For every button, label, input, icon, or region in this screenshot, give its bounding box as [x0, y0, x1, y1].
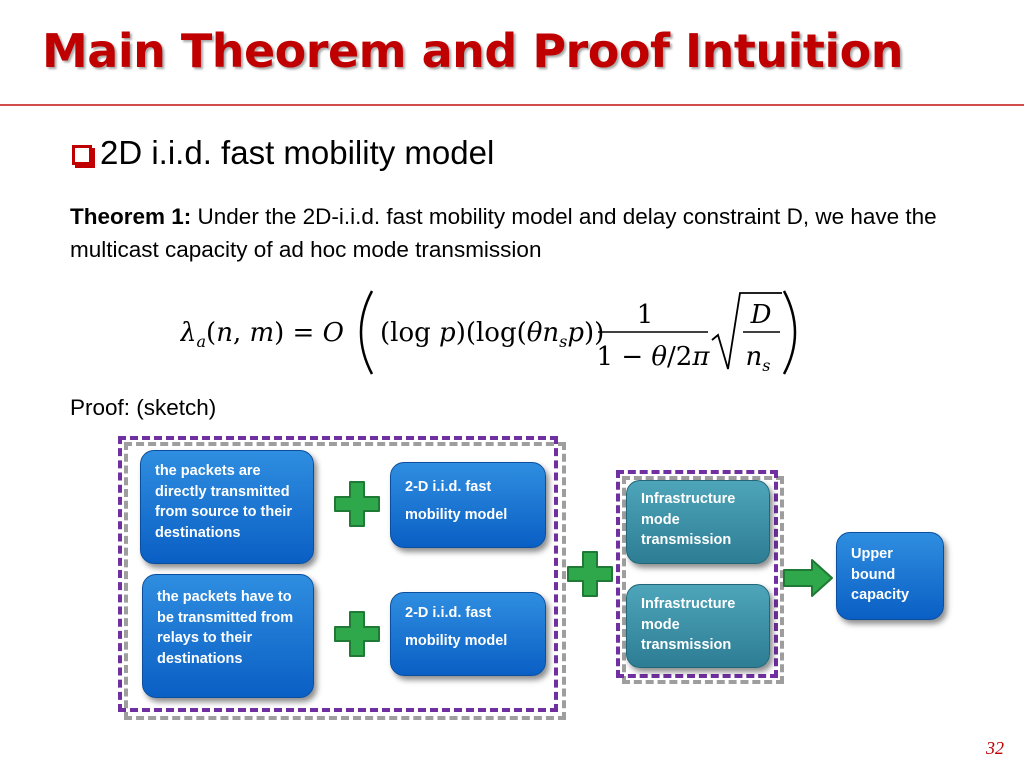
plus-icon [567, 551, 613, 597]
node-infrastructure-top: Infrastructure mode transmission [626, 480, 770, 564]
theorem-text: Under the 2D-i.i.d. fast mobility model … [70, 204, 937, 262]
bullet-item: 2D i.i.d. fast mobility model [72, 134, 494, 172]
right-arrow-icon [783, 559, 833, 597]
right-group-border [616, 470, 778, 678]
slide-title: Main Theorem and Proof Intuition [42, 24, 903, 78]
svg-text:ns: ns [746, 342, 771, 375]
square-bullet-icon [72, 145, 92, 165]
plus-icon [334, 481, 380, 527]
svg-text:λa(n, m) = O: λa(n, m) = O [180, 318, 344, 351]
node-direct-transmission: the packets are directly transmitted fro… [140, 450, 314, 564]
left-group-shadow [124, 442, 566, 720]
node-infrastructure-bottom: Infrastructure mode transmission [626, 584, 770, 668]
svg-text:D: D [750, 300, 772, 330]
left-group-border [118, 436, 558, 712]
node-iid-model-bottom: 2-D i.i.d. fast mobility model [390, 592, 546, 676]
capacity-formula: λa(n, m) = O (log p)(log(θnsp)) 1 1 − θ/… [180, 290, 797, 375]
node-upper-bound: Upper bound capacity [836, 532, 944, 620]
proof-label: Proof: (sketch) [70, 395, 217, 420]
svg-text:1 − θ/2π: 1 − θ/2π [597, 342, 711, 372]
theorem-label: Theorem 1: [70, 204, 192, 229]
svg-text:(log p)(log(θnsp)): (log p)(log(θnsp)) [380, 318, 604, 351]
node-iid-model-top: 2-D i.i.d. fast mobility model [390, 462, 546, 548]
right-group-shadow [622, 476, 784, 684]
bullet-text: 2D i.i.d. fast mobility model [100, 134, 495, 171]
node-relay-transmission: the packets have to be transmitted from … [142, 574, 314, 698]
title-divider [0, 104, 1024, 106]
page-number: 32 [986, 738, 1004, 758]
svg-text:1: 1 [637, 300, 654, 330]
theorem-statement: Theorem 1: Under the 2D-i.i.d. fast mobi… [70, 200, 990, 266]
plus-icon [334, 611, 380, 657]
